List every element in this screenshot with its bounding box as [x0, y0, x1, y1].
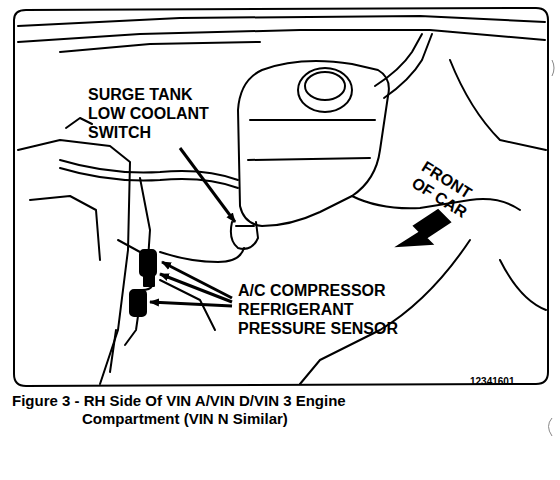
frame [14, 8, 548, 386]
direction-arrow [398, 210, 450, 246]
callout-label: SURGE TANK LOW COOLANT SWITCH [88, 86, 223, 143]
figure-number: 12341601 [470, 376, 550, 388]
pressure-sensor-connector [140, 250, 156, 276]
leader-line [160, 274, 232, 302]
figure-caption: Figure 3 - RH Side Of VIN A/VIN D/VIN 3 … [12, 392, 432, 427]
callout-label: A/C COMPRESSOR REFRIGERANT PRESSURE SENS… [238, 282, 418, 339]
leader-line [180, 148, 235, 222]
surge-tank-cap [298, 68, 352, 112]
low-coolant-switch [231, 222, 258, 249]
pressure-sensor [130, 290, 146, 316]
direction-label: FRONT OF CAR [408, 158, 492, 230]
leader-line [150, 302, 232, 306]
